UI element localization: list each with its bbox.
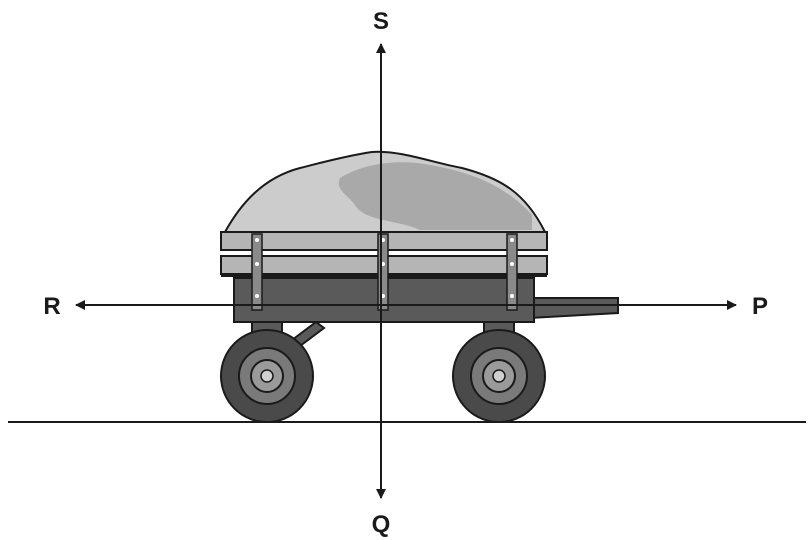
rear-wheel [220,329,314,423]
label-up: S [373,8,389,35]
wagon [220,150,619,423]
rail-stake-right [506,233,518,311]
load-shading [338,162,532,230]
wagon-tongue [529,297,619,320]
label-right: P [752,293,768,320]
front-wheel [452,329,546,423]
rail-stake-left [251,233,263,311]
label-down: Q [372,511,391,538]
rail-stake-middle [377,233,389,311]
label-left: R [43,293,60,320]
